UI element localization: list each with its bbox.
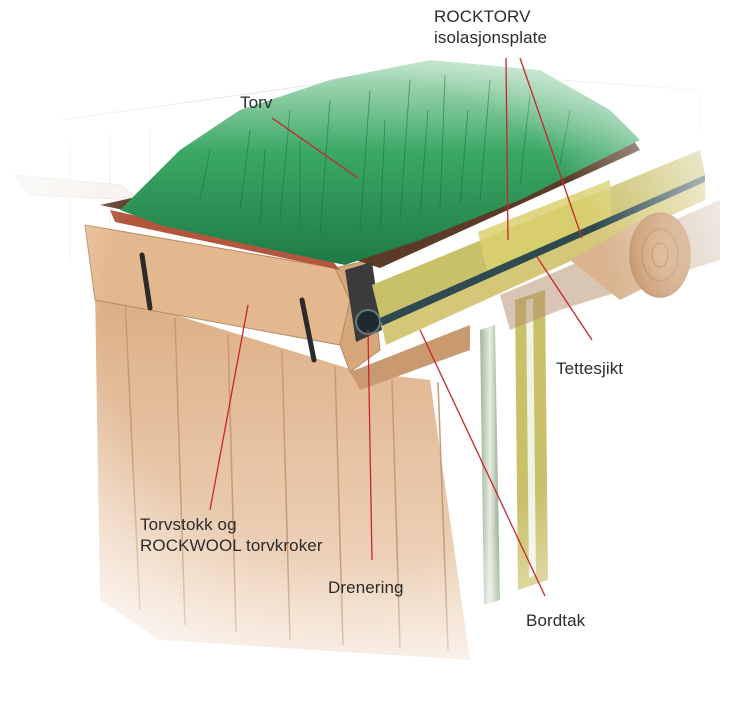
leader-line-drenering [367, 329, 373, 561]
leader-line-rocktorv [505, 57, 509, 241]
leader-line-torvstokk [209, 304, 249, 511]
leader-lines [209, 57, 593, 597]
label-drenering: Drenering [328, 578, 404, 597]
label-torvstokk-line1: Torvstokk og [140, 515, 237, 534]
label-tettesjikt: Tettesjikt [556, 359, 624, 378]
label-bordtak: Bordtak [526, 611, 586, 630]
label-torvstokk: Torvstokk og ROCKWOOL torvkroker [140, 514, 323, 556]
leader-line-bordtak [419, 329, 546, 597]
leader-line-tettesjikt [536, 256, 593, 341]
label-rocktorv-line2: isolasjonsplate [434, 28, 548, 47]
label-torvstokk-line2: ROCKWOOL torvkroker [140, 536, 323, 555]
label-rocktorv-line1: ROCKTORV [434, 7, 531, 26]
label-torv: Torv [240, 93, 273, 112]
leader-line-rocktorv-2 [519, 57, 583, 239]
leader-line-torv [271, 117, 359, 179]
label-rocktorv: ROCKTORV isolasjonsplate [434, 6, 547, 48]
